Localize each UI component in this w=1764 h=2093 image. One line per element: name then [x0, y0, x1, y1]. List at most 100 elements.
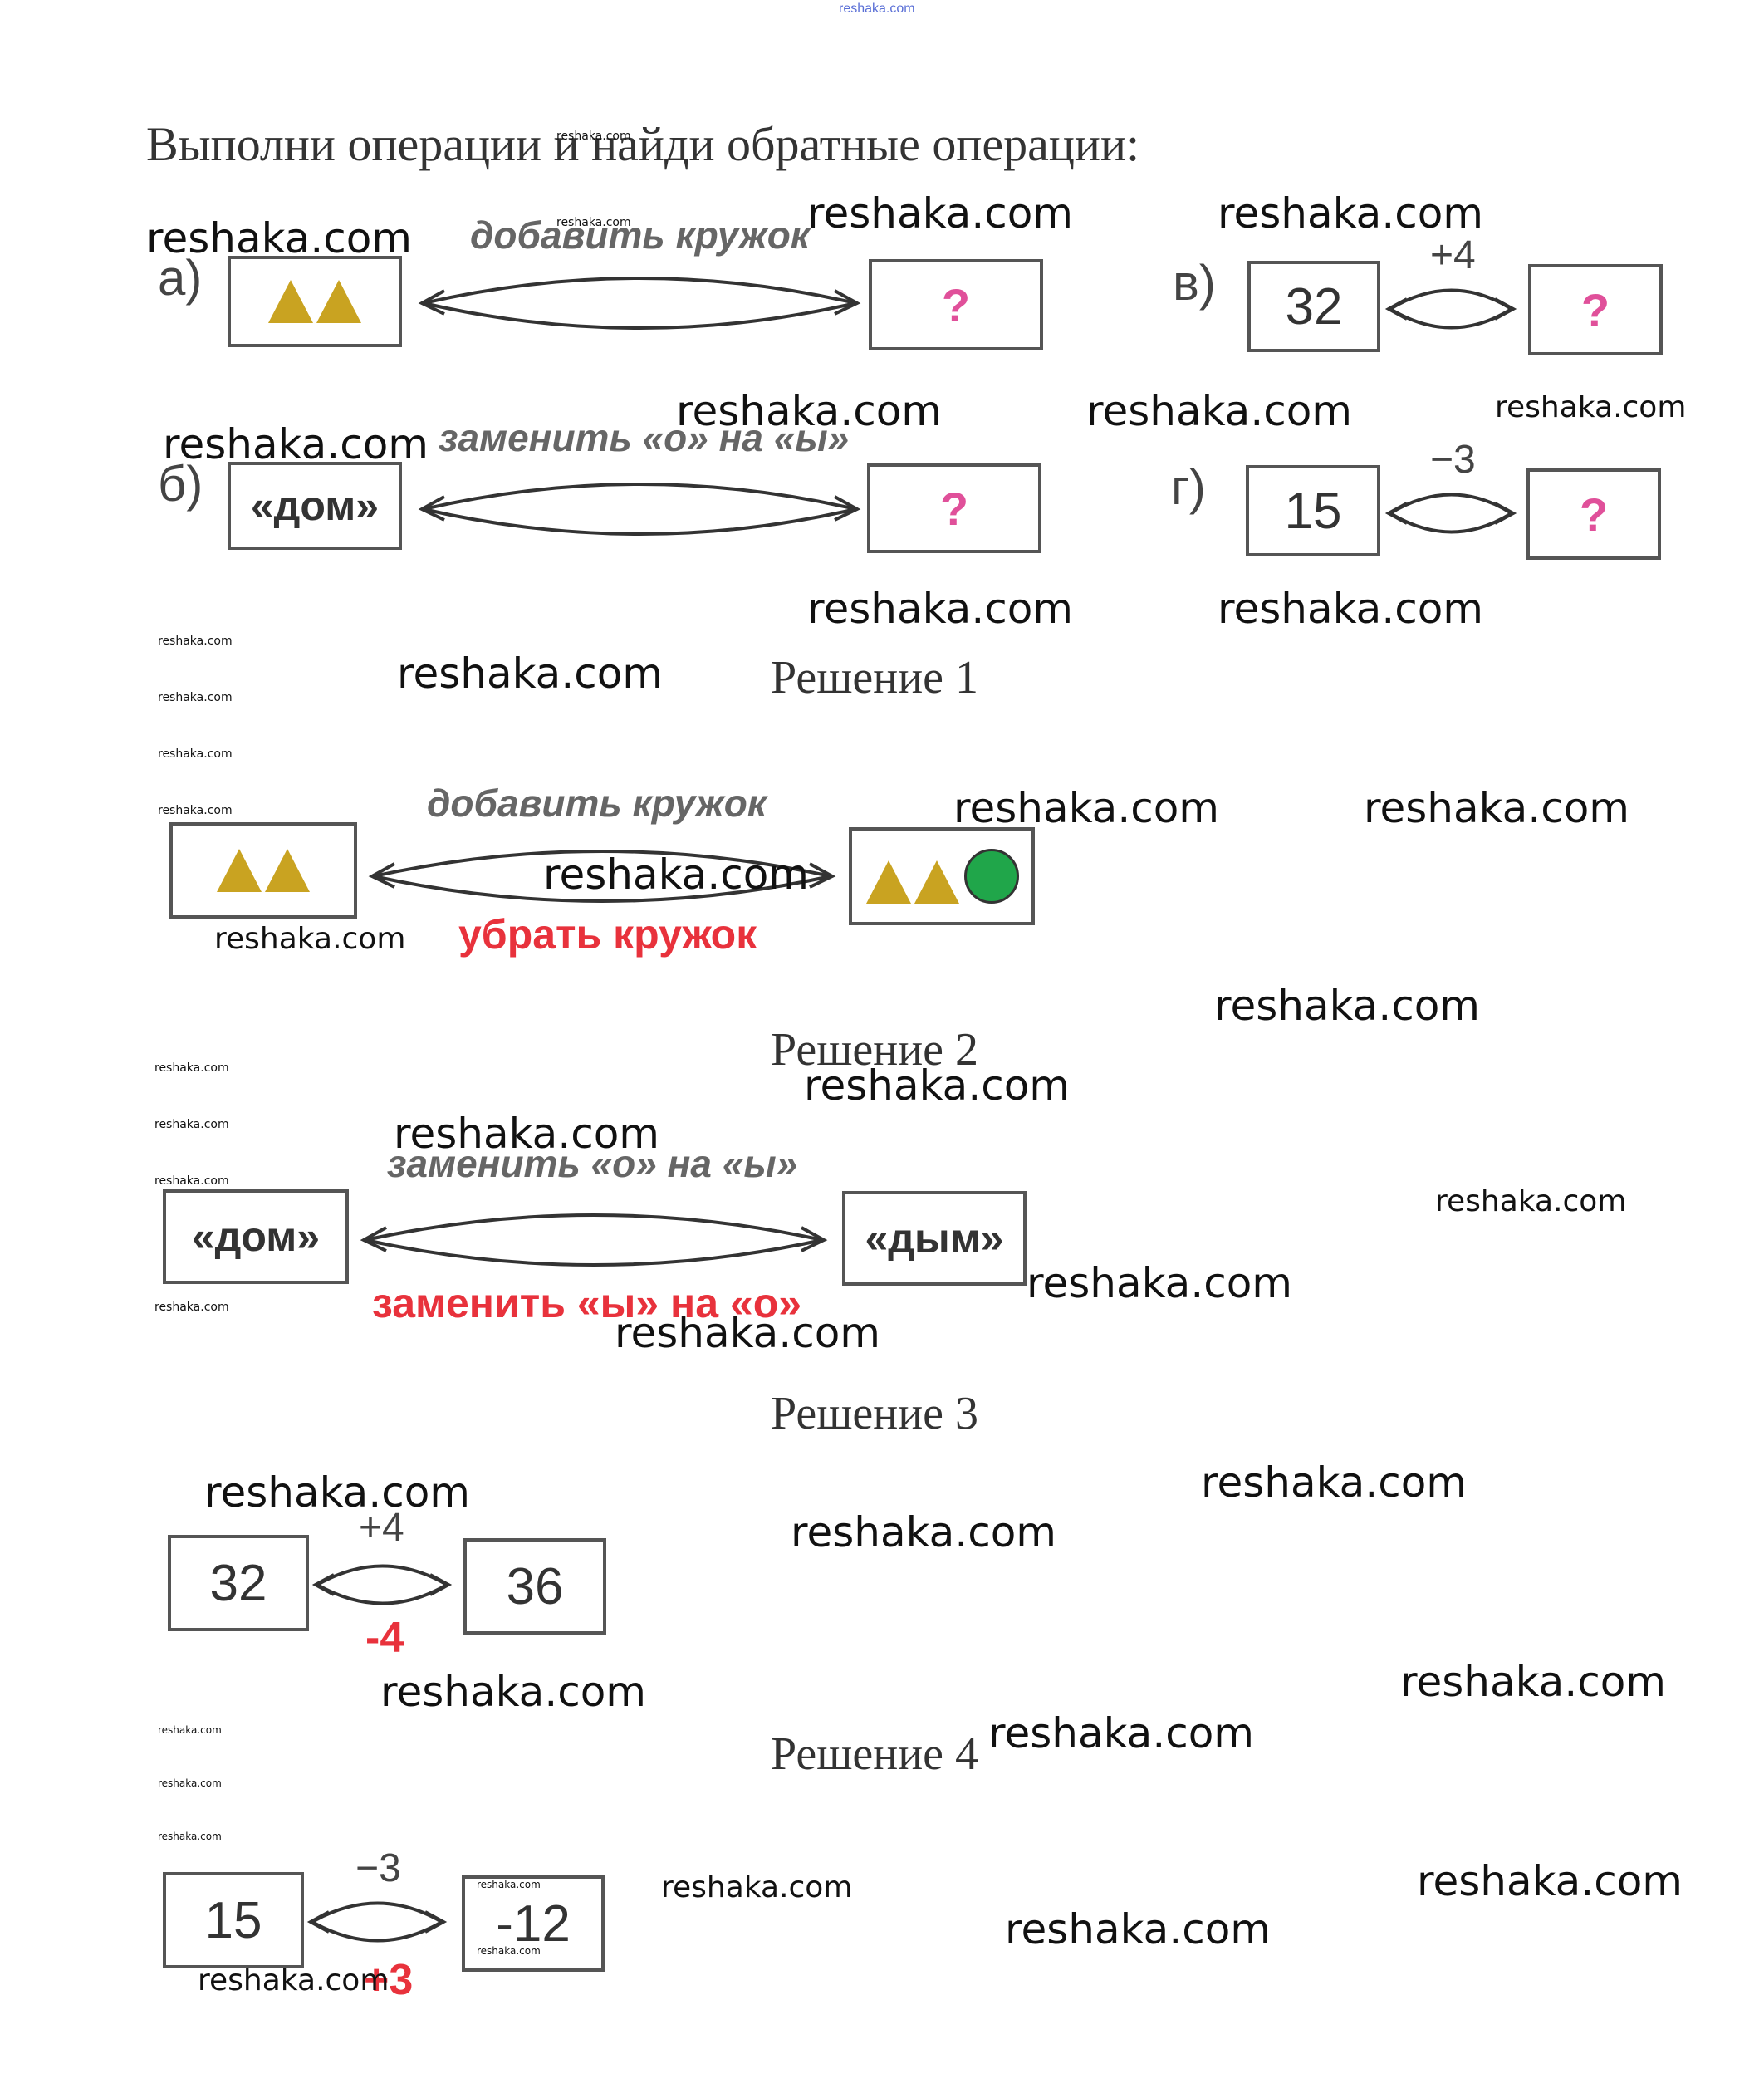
watermark: reshaka.com [158, 635, 233, 648]
solution3-source-box: 32 [168, 1535, 309, 1631]
problem-b-result-box: ? [867, 463, 1041, 553]
solution3-number: 32 [209, 1554, 267, 1612]
watermark: reshaka.com [158, 1831, 222, 1842]
watermark: reshaka.com [198, 1963, 390, 1997]
solution4-arrows [306, 1901, 448, 1943]
watermark: reshaka.com [154, 1061, 229, 1075]
watermark: reshaka.com [214, 922, 406, 956]
watermark: reshaka.com [791, 1508, 1056, 1556]
triangle-icon [217, 849, 262, 892]
problem-a-arrows [418, 277, 861, 330]
watermark: reshaka.com [807, 189, 1073, 238]
watermark: reshaka.com [1400, 1658, 1666, 1706]
task-title: Выполни операции и найди обратные операц… [146, 117, 1140, 171]
solution4-heading: Решение 4 [771, 1728, 979, 1780]
solution1-arrows [368, 850, 836, 903]
watermark: reshaka.com [158, 691, 233, 704]
solution2-source-box: «дом» [163, 1189, 349, 1284]
watermark: reshaka.com [154, 1301, 229, 1314]
question-mark: ? [1580, 283, 1610, 336]
problem-a-label: а) [158, 250, 203, 306]
problem-a-source-box [228, 256, 402, 347]
watermark: reshaka.com [163, 420, 429, 468]
problem-g-arrows [1384, 493, 1517, 534]
solution1-source-box [169, 822, 357, 919]
watermark: reshaka.com [1495, 390, 1687, 424]
solution2-result-word: «дым» [865, 1215, 1004, 1262]
site-tag: reshaka.com [839, 2, 915, 16]
triangle-icon [265, 849, 310, 892]
two-triangles-icon [215, 849, 311, 892]
watermark: reshaka.com [1364, 784, 1629, 832]
triangles-and-circle-icon [865, 849, 1019, 904]
watermark: reshaka.com [1214, 982, 1480, 1030]
solution2-heading: Решение 2 [771, 1024, 979, 1076]
solution3-result-box: 36 [463, 1538, 606, 1635]
problem-v-op: +4 [1430, 233, 1476, 277]
solution3-heading: Решение 3 [771, 1388, 979, 1439]
watermark: reshaka.com [1201, 1458, 1467, 1507]
triangle-icon [914, 860, 959, 904]
watermark: reshaka.com [804, 1061, 1070, 1110]
watermark: reshaka.com [397, 649, 663, 698]
watermark: reshaka.com [204, 1468, 470, 1517]
watermark: reshaka.com [556, 130, 631, 143]
solution3-inverse: -4 [365, 1614, 404, 1662]
watermark: reshaka.com [676, 387, 942, 435]
triangle-icon [866, 860, 911, 904]
problem-v-number: 32 [1285, 277, 1343, 336]
watermark: reshaka.com [394, 1110, 659, 1158]
solution2-word: «дом» [191, 1213, 321, 1260]
watermark: reshaka.com [556, 216, 631, 229]
watermark: reshaka.com [1218, 585, 1483, 633]
watermark: reshaka.com [154, 1174, 229, 1188]
watermark: reshaka.com [154, 1118, 229, 1131]
triangle-icon [268, 280, 313, 323]
problem-a-result-box: ? [869, 259, 1043, 350]
watermark: reshaka.com [158, 804, 233, 817]
problem-v-label: в) [1173, 255, 1216, 311]
watermark: reshaka.com [477, 1879, 541, 1890]
solution2-op: заменить «о» на «ы» [387, 1142, 798, 1185]
green-circle-icon [964, 849, 1019, 904]
watermark: reshaka.com [615, 1309, 880, 1357]
watermark: reshaka.com [953, 784, 1219, 832]
watermark: reshaka.com [1086, 387, 1352, 435]
problem-b-op: заменить «о» на «ы» [439, 416, 850, 459]
solution4-result-box: -12 [462, 1875, 605, 1972]
question-mark: ? [939, 482, 969, 535]
watermark: reshaka.com [158, 748, 233, 761]
problem-b-arrows [418, 483, 861, 536]
watermark: reshaka.com [543, 850, 809, 899]
triangle-icon [316, 280, 361, 323]
watermark: reshaka.com [380, 1668, 646, 1716]
problem-g-result-box: ? [1526, 468, 1661, 560]
watermark: reshaka.com [1218, 189, 1483, 238]
solution1-heading: Решение 1 [771, 652, 979, 703]
question-mark: ? [941, 278, 971, 331]
solution2-inverse: заменить «ы» на «о» [372, 1280, 802, 1326]
watermark: reshaka.com [477, 1945, 541, 1957]
watermark: reshaka.com [661, 1870, 853, 1904]
solution2-result-box: «дым» [842, 1191, 1027, 1286]
watermark: reshaka.com [807, 585, 1073, 633]
solution4-source-box: 15 [163, 1872, 304, 1968]
problem-g-source-box: 15 [1246, 465, 1380, 556]
problem-v-source-box: 32 [1247, 261, 1380, 352]
solution3-arrows [311, 1564, 453, 1605]
problem-g-label: г) [1171, 459, 1206, 515]
watermark: reshaka.com [1005, 1905, 1271, 1953]
watermark: reshaka.com [1417, 1857, 1683, 1905]
problem-v-result-box: ? [1528, 264, 1663, 355]
solution4-number: 15 [204, 1891, 262, 1949]
question-mark: ? [1579, 488, 1609, 541]
solution2-arrows [360, 1213, 828, 1267]
solution3-op: +4 [359, 1506, 404, 1550]
problem-g-op: −3 [1430, 438, 1476, 482]
solution4-op: −3 [355, 1846, 401, 1890]
problem-b-word: «дом» [250, 483, 380, 529]
solution3-result-number: 36 [506, 1557, 564, 1615]
problem-b-label: б) [158, 456, 203, 512]
solution4-inverse: +3 [364, 1956, 414, 2004]
watermark: reshaka.com [1435, 1184, 1627, 1218]
